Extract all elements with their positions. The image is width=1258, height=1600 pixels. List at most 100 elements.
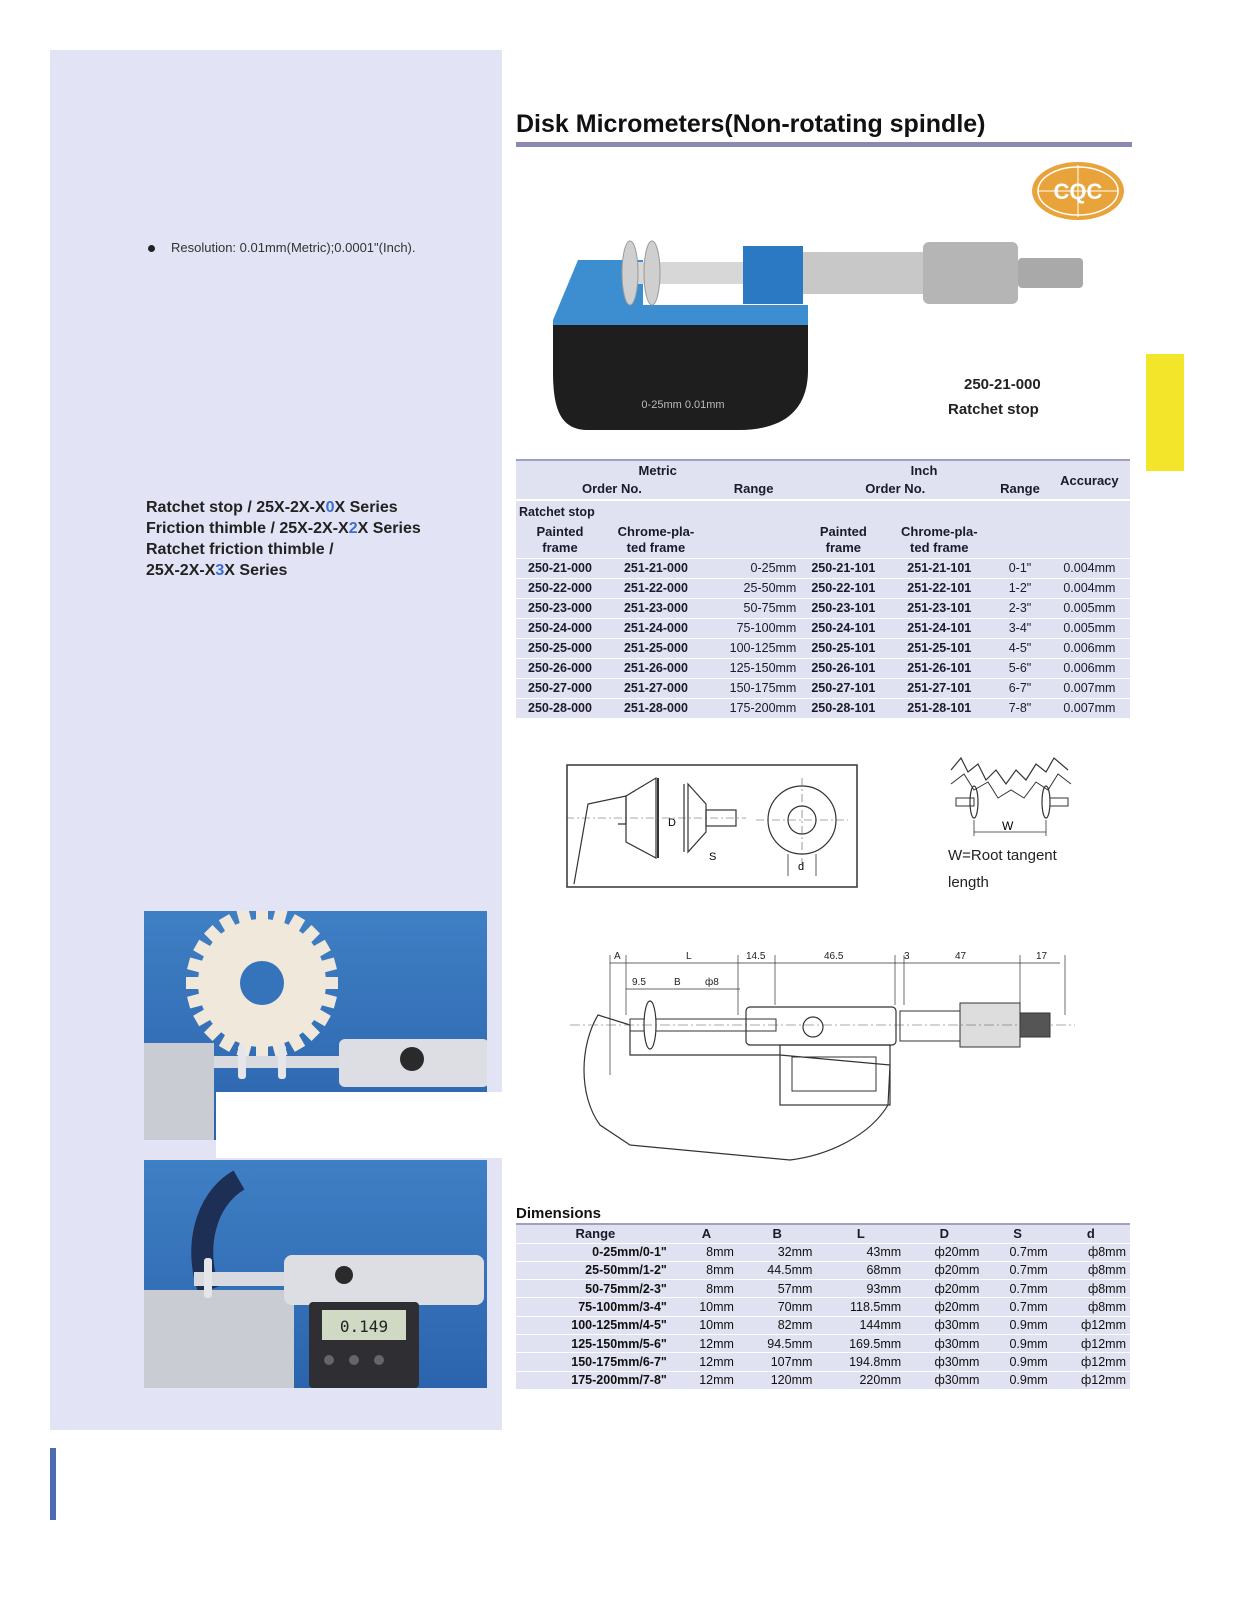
empty-cell: [708, 522, 799, 558]
metric-chrome-no: 251-28-000: [604, 697, 708, 718]
dim-header: B: [737, 1223, 817, 1243]
dim-D: ф20mm: [905, 1260, 984, 1280]
inch-painted-no: 250-23-101: [799, 597, 888, 618]
dim-A: 12mm: [674, 1352, 738, 1372]
accuracy-value: 0.007mm: [1048, 677, 1130, 698]
cqc-logo: CQC: [1032, 162, 1124, 220]
dim-B: 94.5mm: [737, 1333, 817, 1353]
dim-A: A: [614, 951, 621, 962]
inch-chrome-no: 251-22-101: [887, 577, 992, 598]
photo-digital-micrometer: 0.149: [144, 1160, 487, 1388]
dim-D: ф20mm: [905, 1279, 984, 1298]
dimension-drawing: A L 14.5 46.5 3 47 17 9.5 B ф8: [570, 951, 1075, 1161]
empty-cell: [991, 522, 1049, 558]
header-metric: Metric: [638, 463, 677, 478]
dim-range: 100-125mm/4-5": [516, 1315, 675, 1335]
series-text: Friction thimble / 25X-2X-X: [146, 520, 349, 537]
series-list: Ratchet stop / 25X-2X-X0X Series Frictio…: [146, 497, 421, 581]
painted-frame-l2: frame: [542, 539, 578, 555]
dim-d: ф12mm: [1051, 1352, 1130, 1372]
dim-phi8: ф8: [705, 976, 719, 988]
gear-caption-line-2: length: [948, 874, 989, 891]
chrome-frame-l1: Chrome-pla-: [617, 523, 695, 539]
metric-painted-no: 250-27-000: [516, 677, 604, 698]
title-underline: [516, 142, 1132, 147]
metric-range: 50-75mm: [707, 597, 800, 618]
dim-B: 57mm: [737, 1279, 817, 1298]
inch-chrome-no: 251-26-101: [887, 657, 992, 678]
hero-model-code: 250-21-000: [964, 376, 1041, 393]
dim-3: 3: [904, 951, 910, 962]
page-title: Disk Micrometers(Non-rotating spindle): [516, 110, 986, 138]
metric-range: 175-200mm: [707, 697, 800, 718]
dim-d: ф8mm: [1051, 1279, 1130, 1298]
metric-chrome-no: 251-27-000: [604, 677, 708, 698]
dim-header: S: [983, 1223, 1052, 1243]
label-d: d: [798, 861, 804, 873]
dim-S: 0.9mm: [983, 1370, 1052, 1390]
metric-range: 0-25mm: [707, 557, 800, 578]
chrome-frame-l2: ted frame: [626, 539, 686, 555]
metric-chrome-no: 251-25-000: [604, 637, 708, 658]
dim-D: ф30mm: [905, 1315, 984, 1335]
series-text: X Series: [334, 499, 398, 516]
dim-B: 70mm: [737, 1297, 817, 1317]
inch-chrome-no: 251-28-101: [887, 697, 992, 718]
order-table-header-1: Metric Inch Accuracy: [516, 460, 1130, 488]
accuracy-value: 0.007mm: [1048, 697, 1130, 718]
dim-47: 47: [955, 951, 967, 962]
cqc-logo-text: CQC: [1054, 179, 1103, 204]
series-line-3: Ratchet friction thimble /: [146, 541, 334, 558]
dim-d: ф12mm: [1051, 1370, 1130, 1390]
metric-chrome-no: 251-26-000: [604, 657, 708, 678]
dim-header: L: [816, 1223, 906, 1243]
inch-chrome-no: 251-21-101: [887, 557, 992, 578]
metric-chrome-no: 251-21-000: [604, 557, 708, 578]
dim-17: 17: [1036, 951, 1048, 962]
inch-range: 7-8": [991, 697, 1049, 718]
dim-range: 175-200mm/7-8": [516, 1370, 675, 1390]
accuracy-value: 0.005mm: [1048, 617, 1130, 638]
metric-painted-no: 250-23-000: [516, 597, 604, 618]
metric-painted-no: 250-21-000: [516, 557, 604, 578]
hero-caption: 250-21-000 Ratchet stop: [948, 372, 1041, 422]
chrome-frame-l1: Chrome-pla-: [901, 523, 978, 539]
gear-root-tangent-diagram: W: [950, 756, 1072, 836]
gear-caption: W=Root tangent length: [948, 842, 1057, 896]
series-line-1: Ratchet stop / 25X-2X-X0X Series: [146, 497, 421, 518]
dim-S: 0.7mm: [983, 1260, 1052, 1280]
header-accuracy: Accuracy: [1060, 472, 1119, 488]
inch-painted-no: 250-21-101: [799, 557, 888, 578]
metric-range: 150-175mm: [707, 677, 800, 698]
header-metric-range: Range: [733, 481, 774, 496]
dim-range: 125-150mm/5-6": [516, 1333, 675, 1353]
chrome-frame-label-inch: Chrome-pla-ted frame: [887, 522, 991, 558]
chrome-frame-l2: ted frame: [910, 539, 969, 555]
dim-S: 0.7mm: [983, 1242, 1052, 1262]
label-S: S: [709, 851, 716, 863]
series-text: 25X-2X-X: [146, 562, 216, 579]
dim-L: 194.8mm: [816, 1352, 906, 1372]
dimensions-title: Dimensions: [516, 1205, 602, 1222]
accuracy-value: 0.006mm: [1048, 657, 1130, 678]
lcd-reading: 0.149: [340, 1317, 388, 1336]
header-inch-order-no: Order No.: [865, 481, 926, 496]
chrome-frame-label: Chrome-pla-ted frame: [604, 522, 708, 558]
dim-L: 118.5mm: [816, 1297, 906, 1317]
photo-gear-measurement: [144, 911, 487, 1140]
gear-photo-illustration: [144, 911, 487, 1140]
empty-cell: [1049, 522, 1130, 558]
inch-range: 4-5": [991, 637, 1049, 658]
inch-painted-no: 250-27-101: [799, 677, 888, 698]
accuracy-value: 0.004mm: [1048, 557, 1130, 578]
dim-range: 75-100mm/3-4": [516, 1297, 675, 1317]
accuracy-value: 0.006mm: [1048, 637, 1130, 658]
header-metric-order-no: Order No.: [581, 481, 642, 496]
